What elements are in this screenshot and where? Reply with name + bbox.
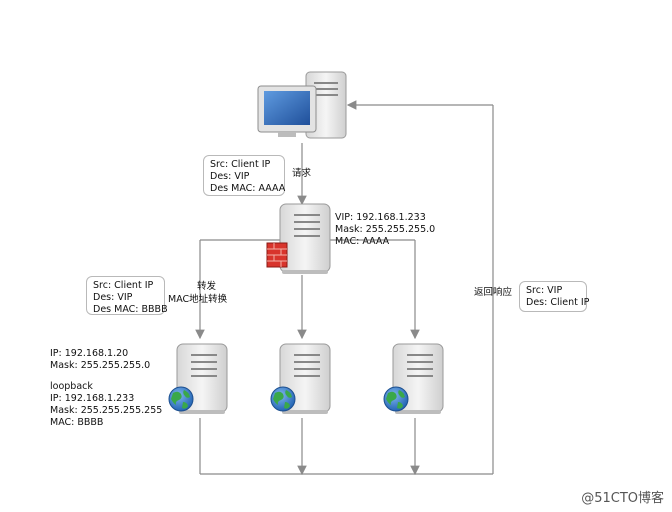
desktop-computer-icon <box>257 71 347 139</box>
response-packet-box: Src: VIP Des: Client IP <box>519 281 590 312</box>
forward-label: 转发 <box>197 281 217 292</box>
request-src: Src: Client IP <box>210 159 271 170</box>
forward-src: Src: Client IP <box>93 280 154 291</box>
globe-icon <box>270 386 296 412</box>
request-des-mac: Des MAC: AAAA <box>210 183 286 194</box>
response-src: Src: VIP <box>526 285 563 296</box>
connector-lines <box>195 100 494 476</box>
rs-mask-text: Mask: 255.255.255.0 <box>50 360 151 371</box>
vip-text: VIP: 192.168.1.233 <box>335 212 426 223</box>
forward-des: Des: VIP <box>93 292 133 303</box>
forward-des-mac: Des MAC: BBBB <box>93 304 168 315</box>
request-des: Des: VIP <box>210 171 250 182</box>
firewall-icon <box>266 242 288 268</box>
rs-ip-text: IP: 192.168.1.20 <box>50 348 129 359</box>
loopback-mac-text: MAC: BBBB <box>50 417 104 428</box>
loopback-ip-text: IP: 192.168.1.233 <box>50 393 135 404</box>
globe-icon <box>168 386 194 412</box>
globe-icon <box>383 386 409 412</box>
loopback-mask-text: Mask: 255.255.255.255 <box>50 405 163 416</box>
response-des: Des: Client IP <box>526 297 590 308</box>
lb-mac-text: MAC: AAAA <box>335 236 390 247</box>
loopback-title: loopback <box>50 381 93 392</box>
response-label: 返回响应 <box>474 287 513 298</box>
watermark: @51CTO博客 <box>581 491 664 506</box>
mac-translation-label: MAC地址转换 <box>168 294 228 305</box>
request-packet-box: Src: Client IP Des: VIP Des MAC: AAAA <box>203 155 285 196</box>
forward-packet-box: Src: Client IP Des: VIP Des MAC: BBBB <box>86 276 168 315</box>
lb-mask-text: Mask: 255.255.255.0 <box>335 224 436 235</box>
request-label: 请求 <box>292 168 312 179</box>
